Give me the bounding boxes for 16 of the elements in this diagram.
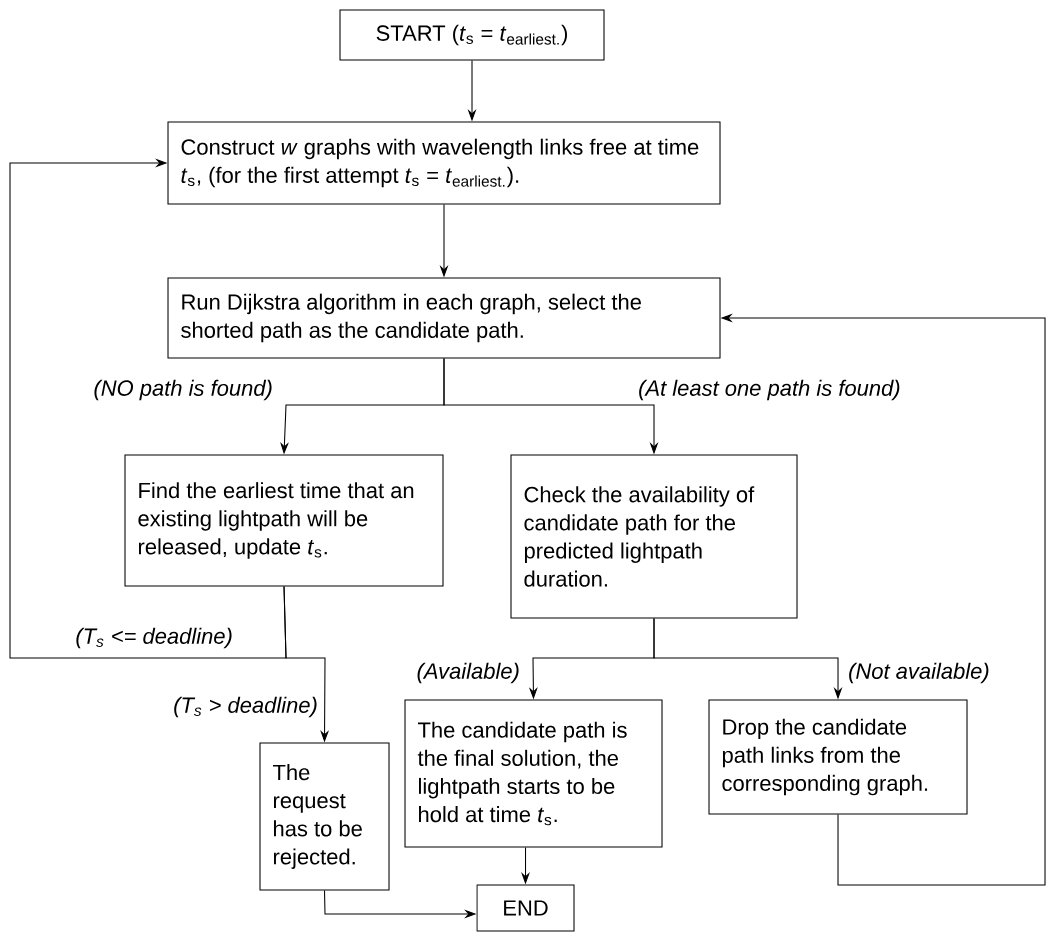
process-box: Find the earliest time that an existing lightpath will be released, update t$_{s}$. — [124, 454, 444, 587]
process-box: Construct w graphs with wavelength links free at time t$_{s}$, (for the first attempt t$_{s}$ = t$_{earliest.}$). — [167, 121, 721, 205]
process-box: Drop the candidate path links from the corresponding graph. — [708, 699, 968, 815]
process-box: Check the availability of candidate path for the predicted lightpath duration. — [510, 454, 798, 619]
start-box: START (t$_{s}$ = t$_{earliest.}$) — [339, 9, 605, 61]
process-box: Run Dijkstra algorithm in each graph, select the shorted path as the candidate path. — [167, 277, 721, 359]
edge-label: (At least one path is found) — [636, 378, 903, 402]
process-box: The request has to be rejected. — [259, 742, 390, 891]
end-box: END — [476, 884, 575, 932]
edge-label: (T$_{s}$ <= deadline) — [73, 626, 235, 650]
edge-label: (T$_{s}$ > deadline) — [171, 695, 320, 719]
arrow — [9, 158, 287, 659]
edge-label: (Not available) — [846, 661, 992, 685]
edge-label: (NO path is found) — [91, 378, 275, 402]
edge-label: (Available) — [414, 661, 522, 685]
process-box: The candidate path is the final solution, the lightpath starts to be hold at time t$_{s}$. — [404, 699, 663, 848]
